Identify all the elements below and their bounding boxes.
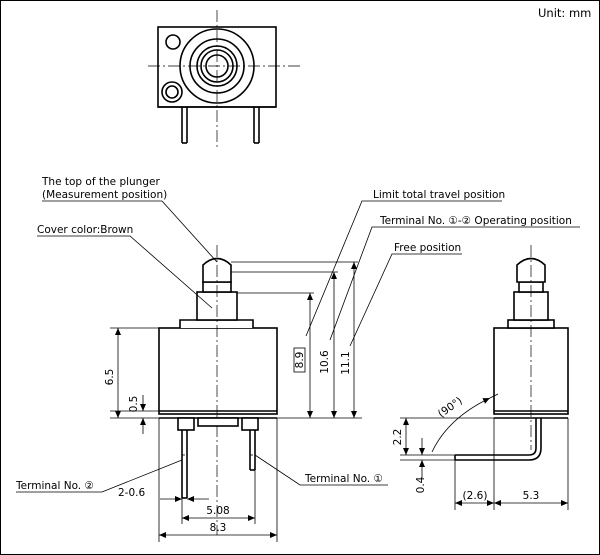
callout-measurement-position: (Measurement position) (42, 189, 167, 201)
side-dimensions (400, 393, 569, 510)
callout-limit-travel: Limit total travel position (373, 189, 505, 201)
top-view (148, 10, 300, 150)
callout-leaders (16, 200, 580, 493)
callout-terminal-1: Terminal No. ① (304, 473, 383, 485)
dim-height-body: 6.5 (104, 369, 116, 386)
front-view (158, 245, 278, 535)
height-dimensions (115, 262, 357, 434)
dim-side-terminal-rise: 2.2 (392, 429, 404, 446)
callout-cover-color: Cover color:Brown (37, 224, 133, 236)
side-view (454, 245, 569, 461)
dim-side-body-depth: 5.3 (523, 490, 540, 502)
dim-body-width: 8.3 (210, 522, 227, 534)
dim-limit-travel: 8.9 (294, 352, 306, 369)
dim-terminal-width: 2-0.6 (118, 487, 145, 499)
dim-free-height: 11.1 (340, 351, 352, 374)
callout-free-position: Free position (394, 242, 461, 254)
dim-terminal-pitch: 5.08 (206, 505, 229, 517)
dim-side-terminal-length: (2.6) (463, 490, 488, 502)
dim-side-terminal-thickness: 0.4 (415, 476, 427, 493)
callout-operating-position: Terminal No. ①-② Operating position (379, 215, 572, 227)
callout-plunger-top: The top of the plunger (41, 176, 160, 188)
width-dimensions (158, 418, 278, 542)
dim-base-thickness: 0.5 (128, 396, 140, 413)
dim-operating-height: 10.6 (319, 350, 331, 374)
unit-label: Unit: mm (538, 6, 591, 20)
callout-terminal-2: Terminal No. ② (15, 480, 94, 492)
